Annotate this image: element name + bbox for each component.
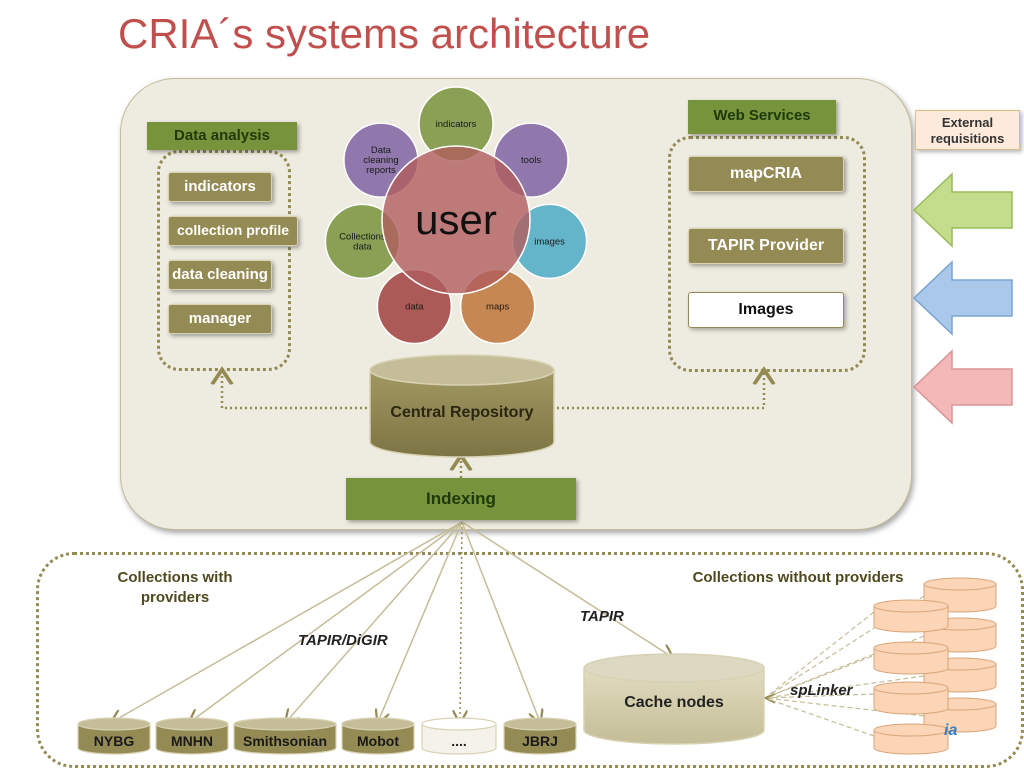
repo-to-webservices-connector — [552, 372, 764, 410]
external-arrow-green — [912, 172, 1013, 248]
hub-petals: indicators tools images maps data Collections… — [324, 86, 588, 345]
indexing-fan-lines — [112, 521, 672, 722]
provider-db-jbrj: JBRJ — [503, 717, 577, 755]
web-services-box — [668, 136, 866, 372]
collections-without-providers-label: Collections without providers — [692, 569, 904, 586]
provider-db-label: Mobot — [357, 733, 399, 749]
mini-db — [873, 641, 949, 675]
mini-db — [873, 681, 949, 715]
provider-db-nybg: NYBG — [77, 717, 151, 755]
mapcria-button[interactable]: mapCRIA — [688, 156, 844, 192]
mini-db — [873, 723, 949, 755]
external-arrows — [912, 172, 1013, 425]
provider-db-mobot: Mobot — [341, 717, 415, 755]
hub-petal-label: data — [405, 301, 424, 312]
provider-db-label: Smithsonian — [243, 733, 327, 749]
provider-db-label: JBRJ — [522, 733, 558, 749]
hub-petal-label: tools — [521, 155, 541, 166]
mini-databases — [873, 577, 997, 755]
external-requisitions-label: External requisitions — [915, 110, 1020, 150]
logo-fragment: ia — [944, 722, 958, 739]
mini-db — [873, 599, 949, 633]
data-analysis-header: Data analysis — [147, 122, 297, 150]
hub-petal-label: maps — [486, 301, 509, 312]
provider-db-mnhn: MNHN — [155, 717, 229, 755]
collections-panel — [36, 552, 1024, 768]
provider-db-label: MNHN — [171, 733, 213, 749]
external-arrow-blue — [912, 260, 1013, 336]
tapir-provider-button[interactable]: TAPIR Provider — [688, 228, 844, 264]
hub-petal-label: indicators — [436, 119, 477, 130]
tapir-digir-label: TAPIR/DiGIR — [298, 632, 388, 649]
page-title: CRIA´s systems architecture — [118, 10, 651, 57]
cache-nodes-label: Cache nodes — [624, 694, 724, 711]
provider-db-more: .... — [421, 717, 497, 755]
repo-to-analysis-connector — [222, 372, 372, 410]
manager-button[interactable]: manager — [168, 304, 272, 334]
central-repository-label: Central Repository — [390, 404, 534, 421]
cache-nodes-cylinder — [583, 653, 765, 745]
user-hub-diagram: indicators tools images maps data Collections… — [324, 86, 588, 345]
collections-with-providers-label: Collections with providers — [117, 569, 233, 606]
provider-db-label: .... — [451, 733, 467, 749]
tapir-label: TAPIR — [580, 608, 624, 625]
provider-databases: NYBG MNHN Smithsonian Mobot.... JBRJ — [77, 717, 577, 755]
hub-center: user — [381, 145, 531, 295]
data-cleaning-button[interactable]: data cleaning — [168, 260, 272, 290]
external-arrow-pink — [912, 349, 1013, 425]
hub-center-label: user — [415, 196, 497, 243]
indicators-button[interactable]: indicators — [168, 172, 272, 202]
collection-profile-button[interactable]: collection profile — [168, 216, 298, 246]
hub-petal-label: images — [534, 236, 565, 247]
splinker-label: spLinker — [790, 682, 853, 699]
data-analysis-box — [157, 150, 291, 371]
provider-db-label: NYBG — [94, 733, 135, 749]
web-services-header: Web Services — [688, 100, 836, 134]
images-button[interactable]: Images — [688, 292, 844, 328]
provider-db-smithsonian: Smithsonian — [233, 717, 337, 755]
central-repository-cylinder — [369, 354, 555, 458]
indexing-box: Indexing — [346, 478, 576, 520]
